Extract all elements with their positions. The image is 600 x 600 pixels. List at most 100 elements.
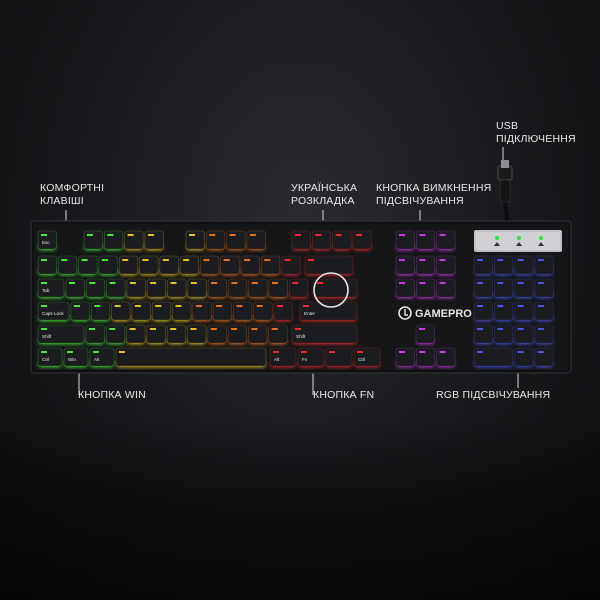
callout-usb-line2: ПІДКЛЮЧЕННЯ <box>496 133 576 145</box>
key <box>111 301 131 321</box>
key <box>200 255 220 275</box>
callout-ua-line1: УКРАЇНСЬКА <box>291 182 358 194</box>
key <box>118 255 138 275</box>
callout-backlight-line1: КНОПКА ВИМКНЕННЯ <box>376 182 492 194</box>
callout-fn-text: КНОПКА FN <box>313 389 375 401</box>
callout-ua-line2: РОЗКЛАДКА <box>291 195 355 207</box>
key <box>207 278 227 298</box>
key-win: Win <box>63 347 89 367</box>
callout-win-button: КНОПКА WIN <box>78 389 146 402</box>
key <box>240 255 260 275</box>
key <box>212 301 232 321</box>
key <box>233 301 253 321</box>
key <box>159 255 179 275</box>
key <box>126 324 146 344</box>
key <box>473 255 493 275</box>
key <box>106 278 126 298</box>
key <box>207 324 227 344</box>
key <box>288 278 309 298</box>
key-tab: Tab <box>37 278 65 298</box>
key <box>78 255 98 275</box>
key <box>415 324 435 344</box>
key <box>106 324 126 344</box>
key <box>228 278 248 298</box>
ua-layout-highlight-ring <box>313 272 349 308</box>
callout-usb-line1: USB <box>496 120 519 132</box>
key <box>187 324 207 344</box>
key-shift-left: Shift <box>37 324 85 344</box>
key <box>436 347 456 367</box>
callout-rgb-backlight: RGB ПІДСВІЧУВАННЯ <box>436 389 550 402</box>
caps-lock-indicator <box>517 236 521 240</box>
key <box>473 324 493 344</box>
callout-backlight-line2: ПІДСВІЧУВАННЯ <box>376 195 464 207</box>
key <box>57 255 78 275</box>
key <box>146 278 166 298</box>
key-label: Shift <box>296 334 306 339</box>
key <box>139 255 159 275</box>
callout-fn-button: КНОПКА FN <box>313 389 374 402</box>
key <box>493 255 514 275</box>
floor-shadow <box>0 420 600 600</box>
key <box>395 347 415 367</box>
key-alt-left: Alt <box>89 347 115 367</box>
key <box>85 324 105 344</box>
key <box>131 301 151 321</box>
key-shift-right: Shift <box>291 324 358 344</box>
brand-label: GAMEPRO <box>415 308 472 320</box>
key-enter: Enter <box>299 301 358 321</box>
key <box>172 301 192 321</box>
key <box>436 278 456 298</box>
key <box>166 324 186 344</box>
key <box>534 301 554 321</box>
key <box>395 230 415 250</box>
key-esc: Esc <box>37 230 57 250</box>
key-label: Shift <box>42 334 52 339</box>
key <box>146 324 166 344</box>
key <box>415 347 436 367</box>
key <box>144 230 164 250</box>
callout-ukrainian-layout: УКРАЇНСЬКА РОЗКЛАДКА <box>291 182 357 208</box>
key <box>104 230 124 250</box>
callout-backlight-button: КНОПКА ВИМКНЕННЯ ПІДСВІЧУВАННЯ <box>376 182 491 208</box>
callout-usb-connection: USB ПІДКЛЮЧЕННЯ <box>496 120 576 146</box>
callout-rgb-text: RGB ПІДСВІЧУВАННЯ <box>436 389 551 401</box>
key <box>227 324 247 344</box>
callout-win-text: КНОПКА WIN <box>78 389 146 401</box>
key <box>352 230 372 250</box>
key-ctrl-right: Ctrl <box>353 347 381 367</box>
key <box>534 324 554 344</box>
key <box>248 324 268 344</box>
key <box>253 301 273 321</box>
key <box>124 230 144 250</box>
key-label: Tab <box>42 288 50 293</box>
key-alt-right: Alt <box>269 347 297 367</box>
key <box>473 278 493 298</box>
key <box>70 301 90 321</box>
key-ctrl-left: Ctrl <box>37 347 63 367</box>
key <box>98 255 118 275</box>
usb-cable <box>497 160 513 227</box>
key <box>126 278 146 298</box>
indicator-panel <box>474 230 562 252</box>
key <box>473 301 493 321</box>
key-label: Caps Lock <box>42 311 64 316</box>
key <box>473 347 514 367</box>
key-caps: Caps Lock <box>37 301 70 321</box>
key <box>514 278 534 298</box>
key <box>220 255 240 275</box>
key <box>268 324 288 344</box>
key-label: Fn <box>302 357 308 362</box>
key <box>187 278 207 298</box>
key <box>514 324 534 344</box>
key <box>514 347 534 367</box>
key <box>311 230 332 250</box>
key-label: Alt <box>94 357 100 362</box>
key <box>313 278 358 298</box>
key <box>185 230 205 250</box>
key <box>415 255 436 275</box>
callout-comfort-line1: КОМФОРТНІ <box>40 182 105 194</box>
key <box>534 278 554 298</box>
